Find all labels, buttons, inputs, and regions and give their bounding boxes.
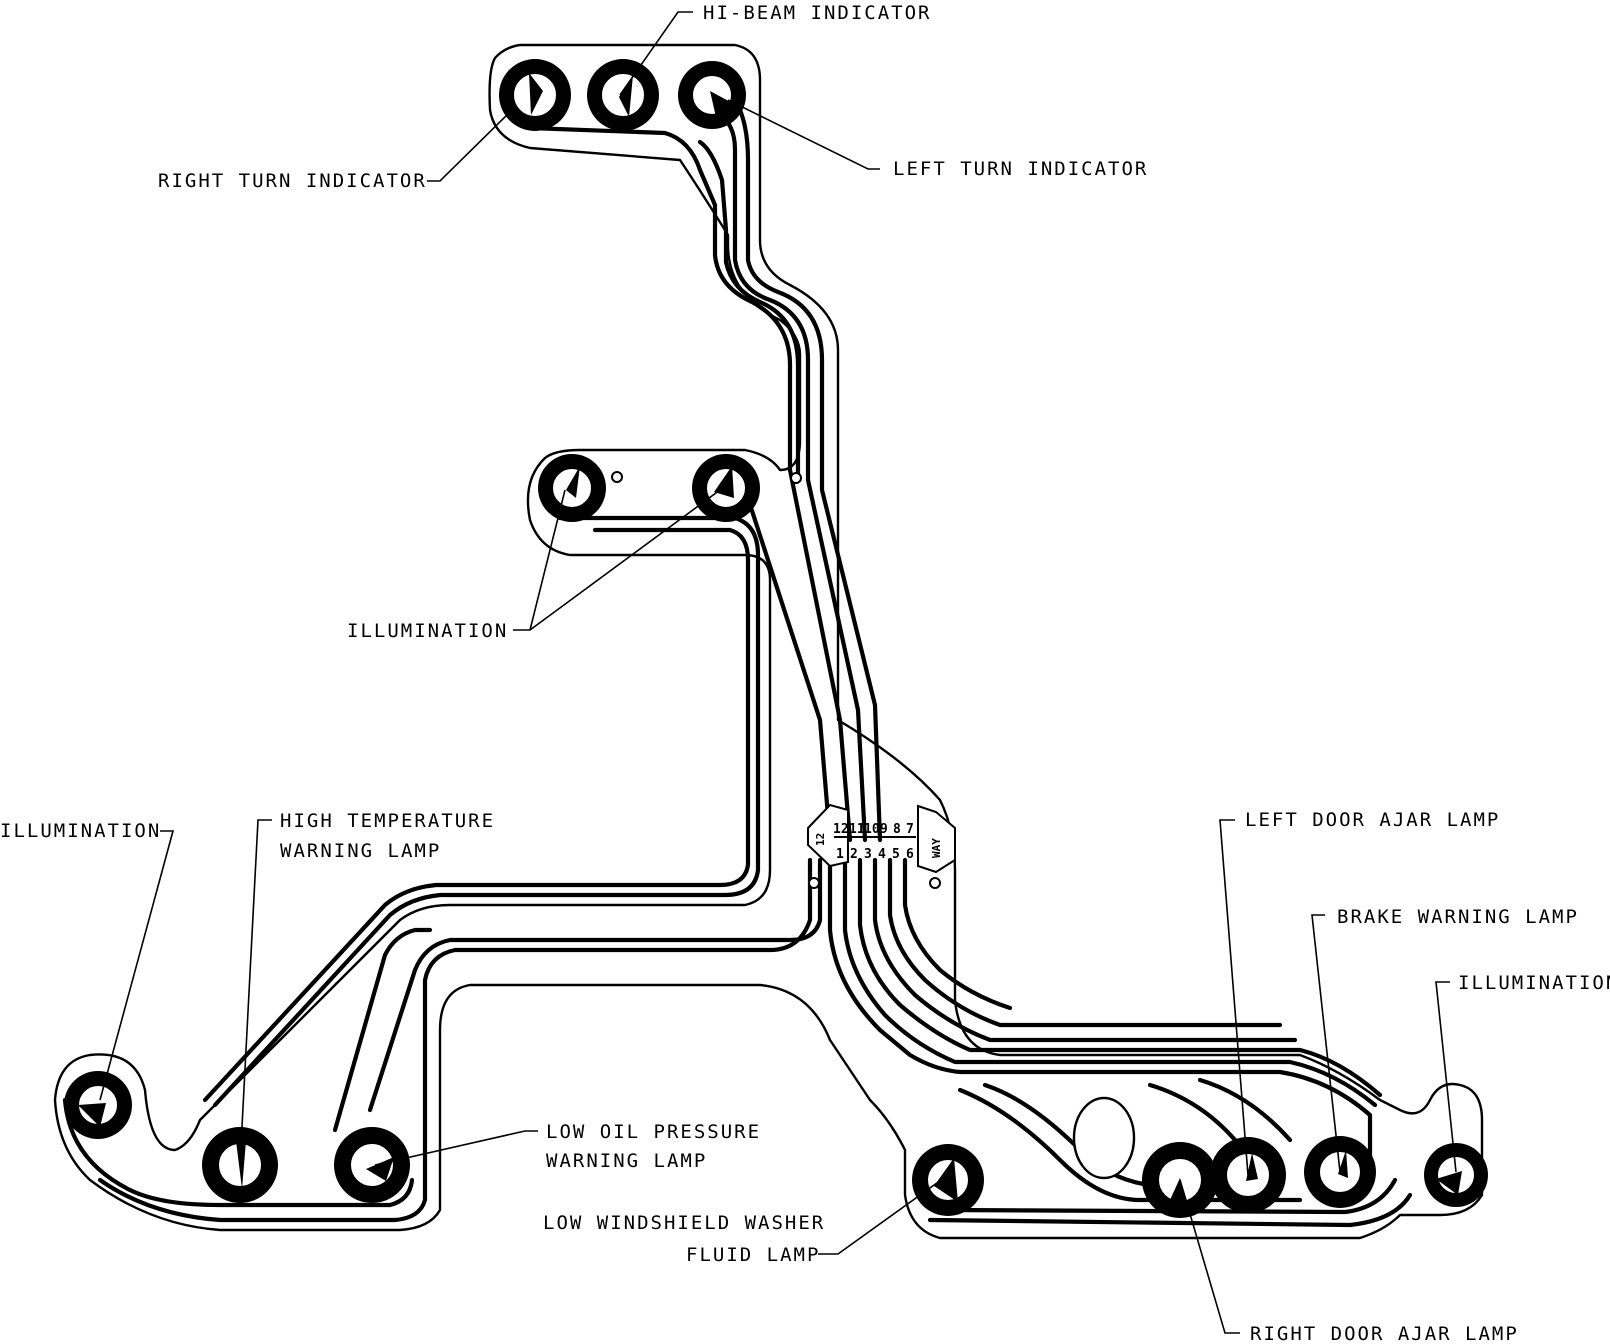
trace-conn-5: [887, 857, 1283, 1028]
leader-illum-left: [99, 830, 175, 1101]
bulb-sockets: [64, 59, 1488, 1218]
leader-right-turn: [427, 109, 513, 182]
trace-center-2: [202, 527, 751, 1103]
leader-illum-center: [513, 489, 721, 631]
label-washer-2: FLUID LAMP: [686, 1244, 820, 1266]
leader-high-temp: [239, 819, 272, 1166]
label-low-oil-2: WARNING LAMP: [546, 1150, 707, 1172]
leader-hi-beam: [619, 11, 693, 96]
trace-bottom-5: [1147, 1082, 1238, 1143]
label-brake: BRAKE WARNING LAMP: [1337, 906, 1579, 928]
pin-1: 1: [836, 847, 844, 862]
trace-top-2: [717, 112, 868, 843]
pin-3: 3: [864, 847, 872, 862]
trace-conn-3: [857, 857, 1383, 1098]
connector-left-tab-label: 12: [814, 833, 827, 846]
pin-5: 5: [892, 847, 900, 862]
label-high-temp-2: WARNING LAMP: [280, 840, 441, 862]
trace-top-4: [697, 139, 801, 478]
pin-2: 2: [850, 847, 858, 862]
connector-right-tab: [917, 804, 956, 874]
trace-bottom-6: [1197, 1077, 1293, 1143]
connector-right-tab-label: WAY: [930, 838, 943, 858]
mount-slot: [1072, 1096, 1136, 1180]
socket-illum-left: [64, 1071, 132, 1139]
label-right-door: RIGHT DOOR AJAR LAMP: [1250, 1323, 1519, 1344]
mount-hole: [808, 877, 820, 889]
label-illum-left: ILLUMINATION: [0, 820, 161, 842]
mount-hole: [790, 472, 802, 484]
label-illum-center: ILLUMINATION: [347, 620, 508, 642]
pin-4: 4: [878, 847, 886, 862]
mount-hole: [611, 471, 623, 483]
board-outline: [53, 43, 1484, 1240]
trace-bottom-3: [957, 1087, 1303, 1203]
trace-left-loop: [62, 1097, 415, 1208]
socket-left-turn: [678, 61, 746, 129]
circuit-traces: [62, 107, 1413, 1228]
mount-hole: [929, 877, 941, 889]
leader-right-door: [1179, 1179, 1240, 1334]
trace-bottom-2: [942, 1177, 1398, 1215]
socket-illum-center-left: [538, 454, 606, 522]
leader-lines: [99, 11, 1457, 1334]
leader-brake: [1311, 914, 1341, 1173]
label-illum-right: ILLUMINATION: [1458, 972, 1610, 994]
pin-9: 9: [880, 822, 888, 837]
trace-bottom-1: [927, 1192, 1413, 1228]
label-washer-1: LOW WINDSHIELD WASHER: [543, 1212, 825, 1234]
trace-conn-2: [842, 857, 1378, 1108]
pin-12: 12: [833, 822, 849, 837]
trace-left-2: [97, 857, 813, 1223]
trace-conn-1: [827, 857, 1373, 1183]
leader-washer: [818, 1174, 949, 1255]
trace-conn-6: [902, 857, 1013, 1011]
trace-top-3: [737, 107, 883, 843]
socket-illum-center-right: [692, 454, 760, 522]
label-left-turn: LEFT TURN INDICATOR: [893, 158, 1148, 180]
label-low-oil-1: LOW OIL PRESSURE: [546, 1121, 761, 1143]
pin-7: 7: [906, 822, 914, 837]
label-right-turn: RIGHT TURN INDICATOR: [158, 170, 427, 192]
trace-top-1: [527, 125, 853, 843]
socket-washer: [912, 1144, 984, 1216]
trace-center-1: [212, 515, 761, 1108]
trace-center-3: [739, 477, 833, 843]
socket-right-turn: [499, 59, 571, 131]
label-left-door: LEFT DOOR AJAR LAMP: [1245, 809, 1500, 831]
socket-illum-right: [1424, 1143, 1488, 1207]
leader-illum-right: [1435, 981, 1457, 1173]
leader-left-turn: [727, 99, 880, 170]
pin-6: 6: [906, 847, 914, 862]
leader-low-oil: [374, 1130, 538, 1166]
socket-low-oil: [334, 1127, 410, 1203]
trace-conn-4: [872, 857, 1298, 1043]
pin-11: 11: [849, 822, 865, 837]
trace-left-3: [332, 927, 433, 1133]
label-hi-beam: HI-BEAM INDICATOR: [703, 2, 931, 24]
connector-block: 12 WAY 12 11 10 9 8 7 1 2 3 4 5 6: [807, 803, 956, 874]
label-high-temp-1: HIGH TEMPERATURE: [280, 810, 495, 832]
connector-left-tab: [807, 803, 849, 868]
pin-8: 8: [893, 822, 901, 837]
leader-left-door: [1219, 819, 1249, 1176]
socket-hi-beam: [587, 59, 659, 131]
trace-left-1: [367, 857, 823, 1113]
pin-10: 10: [864, 822, 880, 837]
